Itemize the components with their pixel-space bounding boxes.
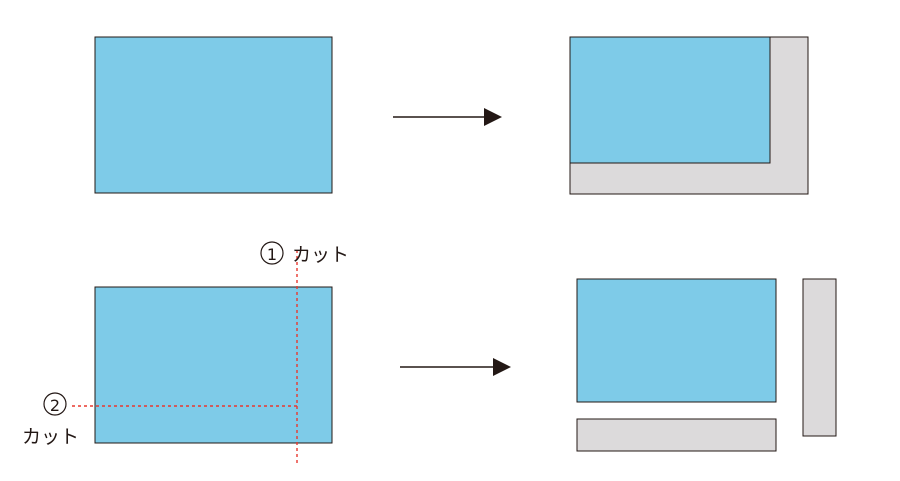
bottom-result-scrap-bottom: [576, 418, 777, 452]
top-result-sheet: [569, 36, 809, 195]
cut1-number-circle: [260, 241, 284, 265]
bottom-original-sheet: [94, 286, 333, 444]
bottom-result-scrap-right: [802, 278, 837, 437]
top-arrow: [393, 108, 502, 126]
bottom-result-blue-piece: [576, 278, 777, 403]
top-result-blue-area: [569, 36, 771, 164]
cut1-label: 1 カット: [260, 241, 349, 266]
cut1-number: 1: [267, 245, 277, 264]
cut2-number: 2: [50, 396, 60, 415]
top-original-sheet: [94, 36, 333, 194]
bottom-arrow: [400, 358, 511, 376]
cut2-label: 2 カット: [22, 392, 79, 448]
cut2-text: カット: [22, 426, 79, 448]
cut2-number-circle: [43, 392, 67, 416]
cut1-text: カット: [292, 244, 349, 266]
